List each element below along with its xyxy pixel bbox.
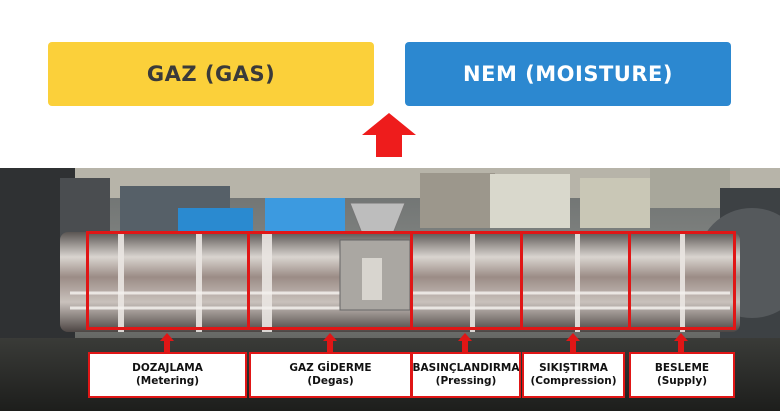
zone-label-metering: DOZAJLAMA (Metering) <box>88 352 247 398</box>
zone-label-degas: GAZ GİDERME (Degas) <box>249 352 412 398</box>
gas-button-label: GAZ (GAS) <box>146 62 276 86</box>
zone-title: BASINÇLANDIRMA <box>412 362 520 374</box>
moisture-button-label: NEM (MOISTURE) <box>463 62 673 86</box>
zone-subtitle: (Metering) <box>135 375 200 387</box>
pointer-arrow-icon <box>566 333 580 353</box>
zone-label-supply: BESLEME (Supply) <box>629 352 735 398</box>
zone-box-supply <box>628 231 736 330</box>
zone-label-compression: SIKIŞTIRMA (Compression) <box>522 352 625 398</box>
gas-button[interactable]: GAZ (GAS) <box>48 42 374 106</box>
zone-box-pressing <box>410 231 523 330</box>
zone-box-metering <box>86 231 250 330</box>
zone-title: DOZAJLAMA <box>132 362 203 374</box>
zone-title: GAZ GİDERME <box>289 362 372 374</box>
zone-subtitle: (Compression) <box>530 375 617 387</box>
pointer-arrow-icon <box>674 333 688 353</box>
zone-box-degas <box>247 231 413 330</box>
zone-subtitle: (Supply) <box>656 375 708 387</box>
zone-label-pressing: BASINÇLANDIRMA (Pressing) <box>411 352 521 398</box>
zone-title: SIKIŞTIRMA <box>539 362 608 374</box>
pointer-arrow-icon <box>160 333 174 353</box>
moisture-button[interactable]: NEM (MOISTURE) <box>405 42 731 106</box>
extruder-photo <box>0 168 780 411</box>
zone-subtitle: (Pressing) <box>435 375 497 387</box>
zone-title: BESLEME <box>654 362 710 374</box>
zone-box-compression <box>520 231 631 330</box>
up-arrow-icon <box>362 113 416 157</box>
pointer-arrow-icon <box>323 333 337 353</box>
zone-subtitle: (Degas) <box>307 375 354 387</box>
pointer-arrow-icon <box>458 333 472 353</box>
